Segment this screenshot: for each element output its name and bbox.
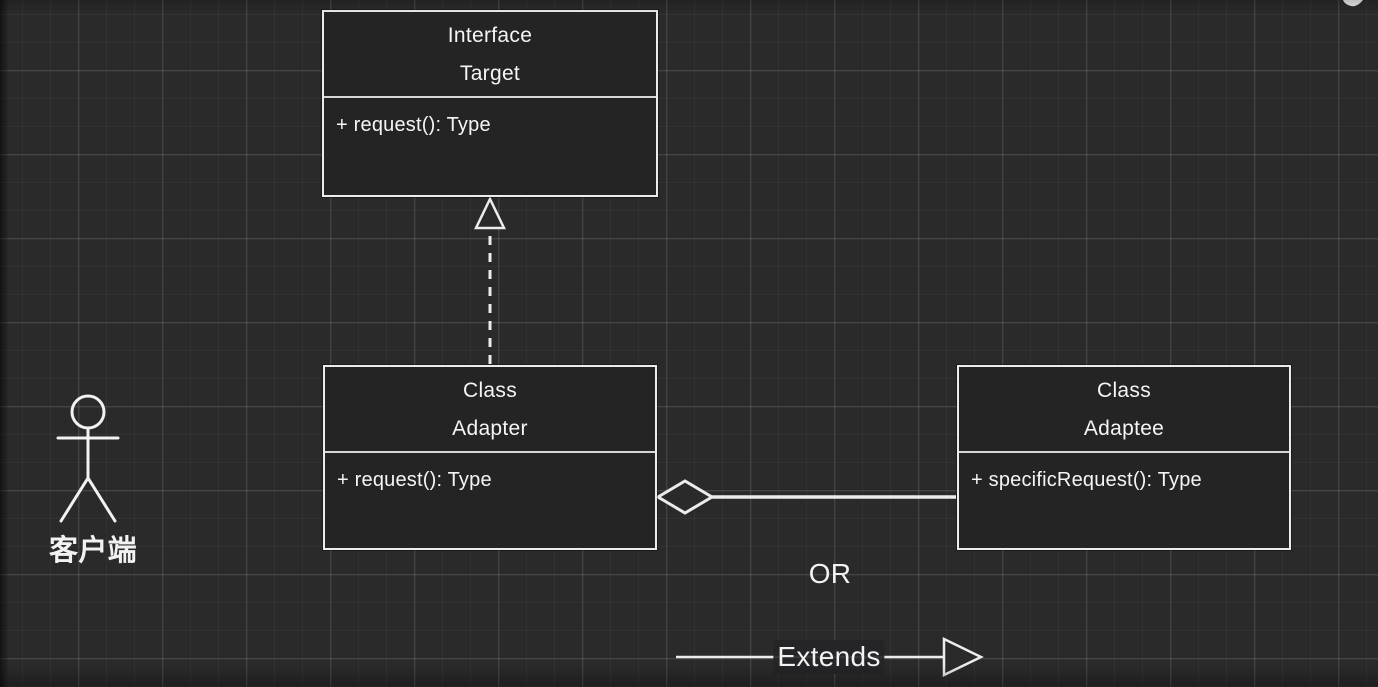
class-header: Class Adapter: [325, 367, 655, 453]
actor-figure[interactable]: [56, 394, 120, 523]
actor-right-leg: [86, 476, 117, 523]
member-item: + request(): Type: [336, 114, 491, 136]
class-name: Target: [459, 62, 521, 85]
hollow-triangle-arrowhead-icon: [942, 637, 984, 677]
class-header: Class Adaptee: [959, 367, 1289, 453]
class-members: + specificRequest(): Type: [959, 453, 1289, 493]
class-box-adaptee[interactable]: Class Adaptee + specificRequest(): Type: [957, 365, 1291, 550]
hollow-diamond-icon: [655, 479, 715, 515]
realization-connector: [474, 196, 506, 364]
class-header: Interface Target: [324, 12, 656, 98]
or-label: OR: [808, 558, 852, 589]
aggregation-connector: [655, 479, 956, 515]
class-name: Adapter: [452, 417, 528, 440]
class-stereotype: Class: [1096, 379, 1151, 402]
class-members: + request(): Type: [324, 98, 656, 138]
extends-label: Extends: [773, 640, 885, 674]
hollow-triangle-arrowhead-icon: [474, 196, 506, 230]
actor-label: 客户端: [49, 535, 137, 567]
class-stereotype: Interface: [447, 24, 533, 47]
class-box-adapter[interactable]: Class Adapter + request(): Type: [323, 365, 657, 550]
class-name: Adaptee: [1083, 417, 1165, 440]
member-item: + request(): Type: [337, 469, 492, 491]
class-stereotype: Class: [462, 379, 517, 402]
cursor-fragment: [1343, 0, 1363, 7]
class-box-target[interactable]: Interface Target + request(): Type: [322, 10, 658, 197]
class-members: + request(): Type: [325, 453, 655, 493]
actor-head: [70, 394, 106, 430]
member-item: + specificRequest(): Type: [971, 469, 1202, 491]
actor-left-leg: [59, 476, 90, 523]
